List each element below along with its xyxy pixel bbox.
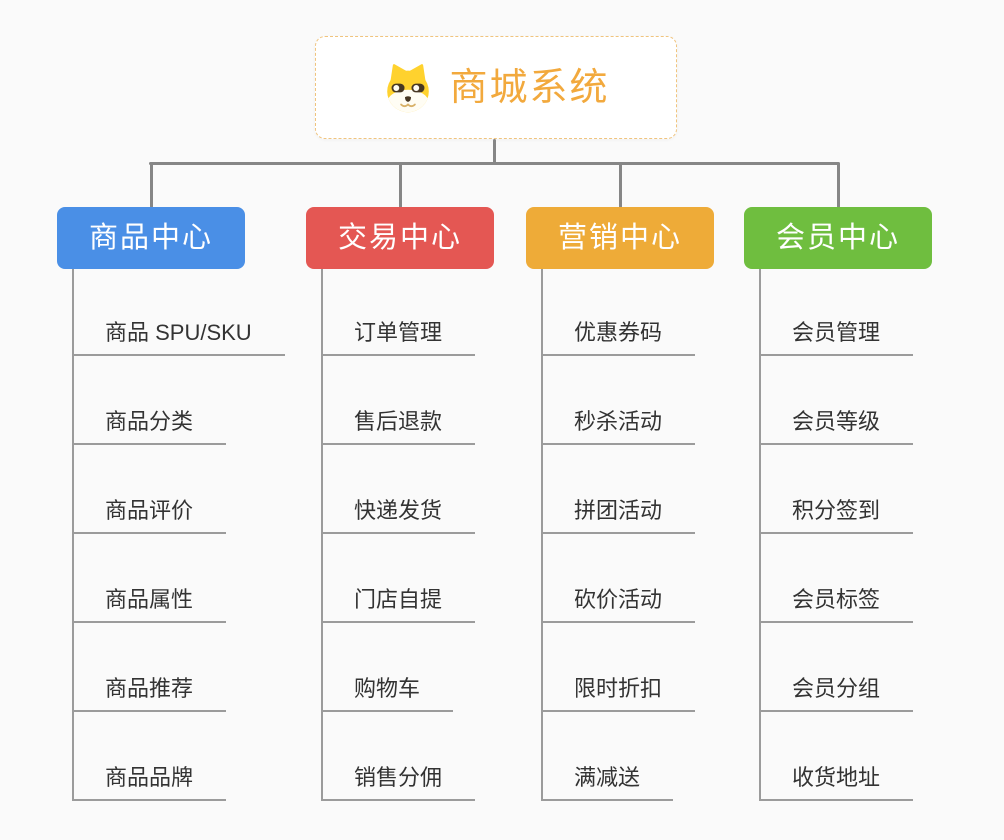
branch-topic-label: 商品中心 xyxy=(88,221,213,254)
branch-topic-trade-center[interactable]: 交易中心 xyxy=(306,207,494,269)
branch-subtopic-line xyxy=(321,269,323,801)
branch-connector-line xyxy=(149,163,153,208)
root-topic[interactable]: 商城系统 xyxy=(315,36,677,139)
connector-line xyxy=(149,162,840,165)
subtopic[interactable]: 拼团活动 xyxy=(541,498,696,534)
subtopic[interactable]: 积分签到 xyxy=(759,498,914,534)
branch-subtopic-line xyxy=(541,269,543,801)
branch-subtopic-line xyxy=(759,269,761,801)
root-topic-title: 商城系统 xyxy=(449,66,610,109)
subtopic[interactable]: 会员分组 xyxy=(759,676,914,712)
subtopic[interactable]: 销售分佣 xyxy=(321,765,476,801)
subtopic[interactable]: 会员管理 xyxy=(759,320,914,356)
branch-topic-member-center[interactable]: 会员中心 xyxy=(744,207,932,269)
subtopic[interactable]: 秒杀活动 xyxy=(541,409,696,445)
subtopic[interactable]: 会员等级 xyxy=(759,409,914,445)
subtopic[interactable]: 商品评价 xyxy=(72,498,227,534)
branch-subtopic-line xyxy=(72,269,74,801)
subtopic[interactable]: 限时折扣 xyxy=(541,676,696,712)
subtopic[interactable]: 商品推荐 xyxy=(72,676,227,712)
shiba-dog-icon xyxy=(387,63,430,112)
subtopic[interactable]: 快递发货 xyxy=(321,498,476,534)
subtopic[interactable]: 满减送 xyxy=(541,765,674,801)
subtopic[interactable]: 商品品牌 xyxy=(72,765,227,801)
branch-topic-product-center[interactable]: 商品中心 xyxy=(57,207,245,269)
subtopic[interactable]: 会员标签 xyxy=(759,587,914,623)
branch-connector-line xyxy=(836,163,840,208)
subtopic[interactable]: 收货地址 xyxy=(759,765,914,801)
subtopic[interactable]: 订单管理 xyxy=(321,320,476,356)
branch-topic-label: 交易中心 xyxy=(337,221,462,254)
root-connector-line xyxy=(493,139,496,165)
subtopic[interactable]: 优惠券码 xyxy=(541,320,696,356)
branch-topic-marketing-center[interactable]: 营销中心 xyxy=(526,207,714,269)
branch-topic-label: 营销中心 xyxy=(557,221,682,254)
branch-connector-line xyxy=(618,163,622,208)
branch-connector-line xyxy=(398,163,402,208)
subtopic[interactable]: 砍价活动 xyxy=(541,587,696,623)
subtopic[interactable]: 商品分类 xyxy=(72,409,227,445)
subtopic[interactable]: 售后退款 xyxy=(321,409,476,445)
subtopic[interactable]: 商品属性 xyxy=(72,587,227,623)
branch-topic-label: 会员中心 xyxy=(775,221,900,254)
subtopic[interactable]: 购物车 xyxy=(321,676,454,712)
subtopic[interactable]: 门店自提 xyxy=(321,587,476,623)
subtopic[interactable]: 商品 SPU/SKU xyxy=(72,320,285,356)
